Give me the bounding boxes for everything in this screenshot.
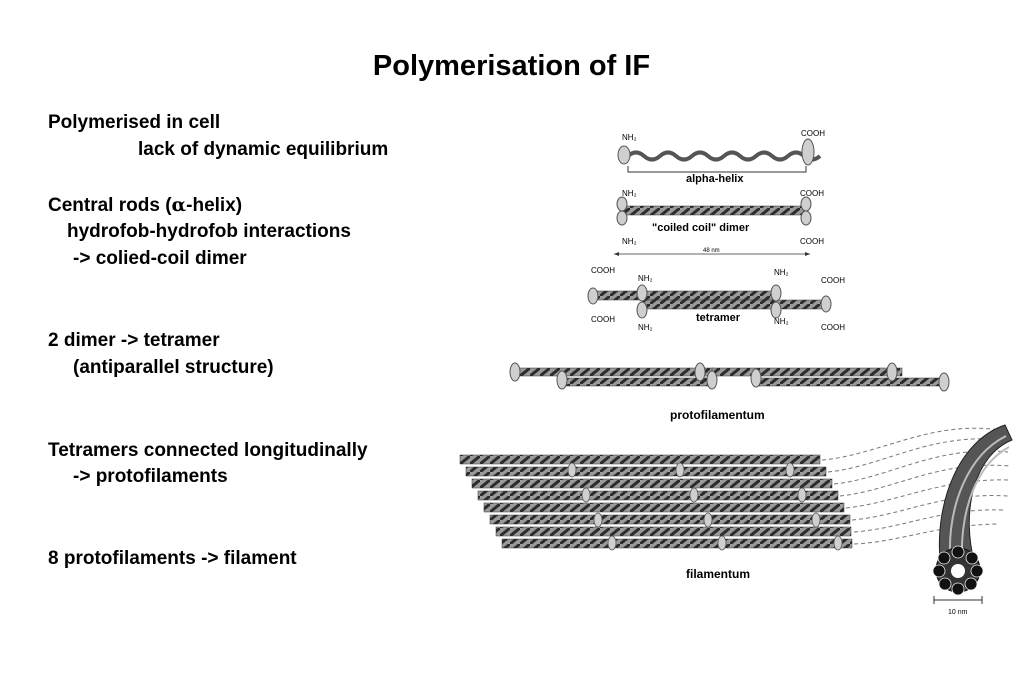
length-label: 48 nm	[703, 248, 720, 254]
central-rods-prefix: Central rods (	[48, 195, 172, 216]
cooh-label: COOH	[821, 323, 845, 332]
alpha-helix-diagram: NH₂ COOH alpha-helix	[617, 129, 825, 185]
nh2-label: NH₂	[622, 189, 637, 198]
text-antiparallel: (antiparallel structure)	[73, 357, 274, 378]
nh2-label: NH₂	[774, 317, 789, 326]
filamentum-label: filamentum	[686, 567, 750, 581]
text-polymerised-in-cell: Polymerised in cell	[48, 112, 221, 133]
cooh-label: COOH	[591, 266, 615, 275]
alpha-helix-label: alpha-helix	[686, 173, 744, 185]
slide-title: Polymerisation of IF	[372, 50, 651, 82]
text-tetramers-connected: Tetramers connected longitudinally	[48, 440, 368, 461]
cooh-label: COOH	[800, 189, 824, 198]
tetramer-label: tetramer	[696, 312, 741, 324]
cooh-label: COOH	[801, 129, 825, 138]
cooh-label: COOH	[800, 237, 824, 246]
text-protofilaments: -> protofilaments	[73, 466, 228, 487]
text-lack-of-equilibrium: lack of dynamic equilibrium	[138, 139, 389, 160]
nh2-label: NH₂	[638, 323, 653, 332]
coiled-coil-dimer-diagram: NH₂ NH₂ COOH COOH "coiled coil" dimer 48…	[614, 189, 824, 256]
nh2-label: NH₂	[622, 237, 637, 246]
text-dimer-tetramer: 2 dimer -> tetramer	[48, 330, 220, 351]
coiled-coil-label: "coiled coil" dimer	[652, 222, 750, 234]
filament-diagram: 10 nm filamentum	[459, 424, 1013, 616]
text-protofilaments-filament: 8 protofilaments -> filament	[48, 548, 297, 569]
alpha-symbol: α	[171, 194, 187, 216]
nh2-label: NH₂	[622, 133, 637, 142]
if-assembly-figure: NH₂ COOH alpha-helix NH₂ NH₂ COOH COOH "…	[459, 129, 1013, 616]
nh2-label: NH₂	[638, 274, 653, 283]
tetramer-diagram: COOH COOH NH₂ NH₂ NH₂ NH₂ COOH COOH tetr…	[587, 266, 845, 332]
central-rods-suffix: -helix)	[186, 195, 243, 216]
protofilament-diagram: protofilamentum	[509, 362, 950, 422]
text-hydrofob-interactions: hydrofob-hydrofob interactions	[67, 221, 351, 242]
protofilamentum-label: protofilamentum	[670, 408, 765, 422]
cooh-label: COOH	[821, 276, 845, 285]
nh2-label: NH₂	[774, 268, 789, 277]
scale-label: 10 nm	[948, 609, 968, 616]
cooh-label: COOH	[591, 315, 615, 324]
text-coiled-coil-dimer: -> colied-coil dimer	[73, 248, 247, 269]
text-central-rods: Central rods (α-helix)	[48, 192, 242, 219]
